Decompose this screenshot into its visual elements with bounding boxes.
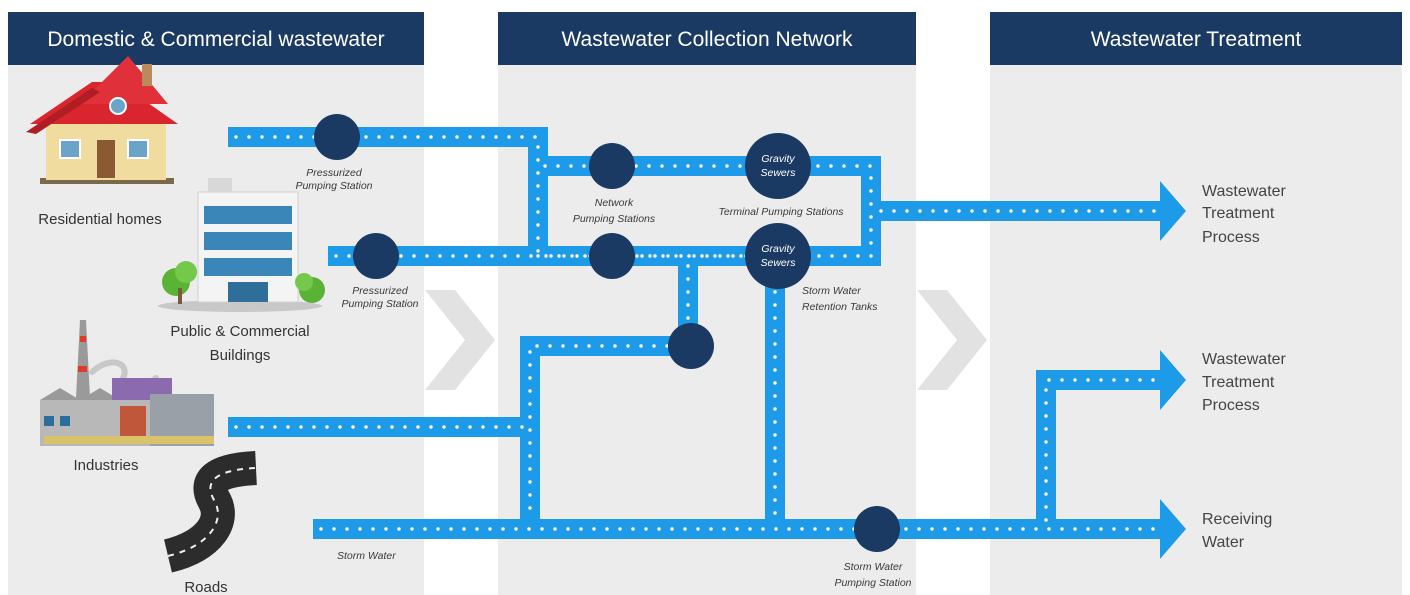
network-pumping-station-1 [589, 143, 635, 189]
caption-terminal: Terminal Pumping Stations [718, 206, 844, 218]
office-building-icon [158, 178, 325, 312]
header-treatment [990, 12, 1402, 65]
branch-pumping-station [668, 323, 714, 369]
label-roads: Roads [184, 579, 227, 595]
dest-2-line-3: Process [1202, 397, 1260, 414]
label-public-commercial-line-2: Buildings [210, 347, 271, 364]
header-treatment-title: Wastewater Treatment [1091, 28, 1302, 51]
caption-retention-a: Storm Water [802, 285, 861, 297]
header-network-title: Wastewater Collection Network [562, 28, 853, 51]
dest-2-line-2: Treatment [1202, 374, 1275, 391]
road-icon [163, 451, 258, 573]
dest-3-line-1: Receiving [1202, 511, 1272, 528]
header-domestic-title: Domestic & Commercial wastewater [47, 28, 384, 51]
factory-icon [40, 320, 214, 446]
dest-2-line-1: Wastewater [1202, 351, 1287, 368]
gravity-1-line-2: Sewers [760, 167, 796, 179]
pressurized-pumping-station-1 [314, 114, 360, 160]
arrow-head-1 [1160, 181, 1186, 241]
dest-1-line-2: Treatment [1202, 205, 1275, 222]
network-pumping-station-2 [589, 233, 635, 279]
gravity-1-line-1: Gravity [761, 153, 795, 165]
label-residential-homes: Residential homes [38, 211, 161, 228]
caption-pressurized-2b: Pumping Station [341, 298, 418, 310]
gravity-sewers-node-1 [745, 133, 811, 199]
arrow-head-2 [1160, 350, 1186, 410]
caption-network-b: Pumping Stations [573, 213, 656, 225]
gravity-2-line-2: Sewers [760, 257, 796, 269]
arrow-head-3 [1160, 499, 1186, 559]
caption-retention-b: Retention Tanks [802, 301, 878, 313]
caption-pressurized-2a: Pressurized [352, 285, 409, 297]
pressurized-pumping-station-2 [353, 233, 399, 279]
caption-storm-pump-a: Storm Water [844, 561, 903, 573]
caption-storm-pump-b: Pumping Station [834, 577, 911, 589]
panel-treatment [990, 65, 1402, 595]
label-industries: Industries [73, 457, 138, 474]
gravity-2-line-1: Gravity [761, 243, 795, 255]
caption-storm-water: Storm Water [337, 550, 396, 562]
caption-network-a: Network [595, 197, 634, 209]
dest-3-line-2: Water [1202, 534, 1245, 551]
header-domestic [8, 12, 424, 65]
house-icon [26, 56, 178, 184]
flow-chevron-2 [917, 290, 987, 390]
label-public-commercial-line-1: Public & Commercial [170, 323, 309, 340]
dest-1-line-3: Process [1202, 229, 1260, 246]
caption-pressurized-1b: Pumping Station [295, 180, 372, 192]
storm-water-pumping-station [854, 506, 900, 552]
gravity-sewers-node-2 [745, 223, 811, 289]
caption-pressurized-1a: Pressurized [306, 167, 363, 179]
flow-chevron-1 [425, 290, 495, 390]
dest-1-line-1: Wastewater [1202, 183, 1287, 200]
header-network [498, 12, 916, 65]
